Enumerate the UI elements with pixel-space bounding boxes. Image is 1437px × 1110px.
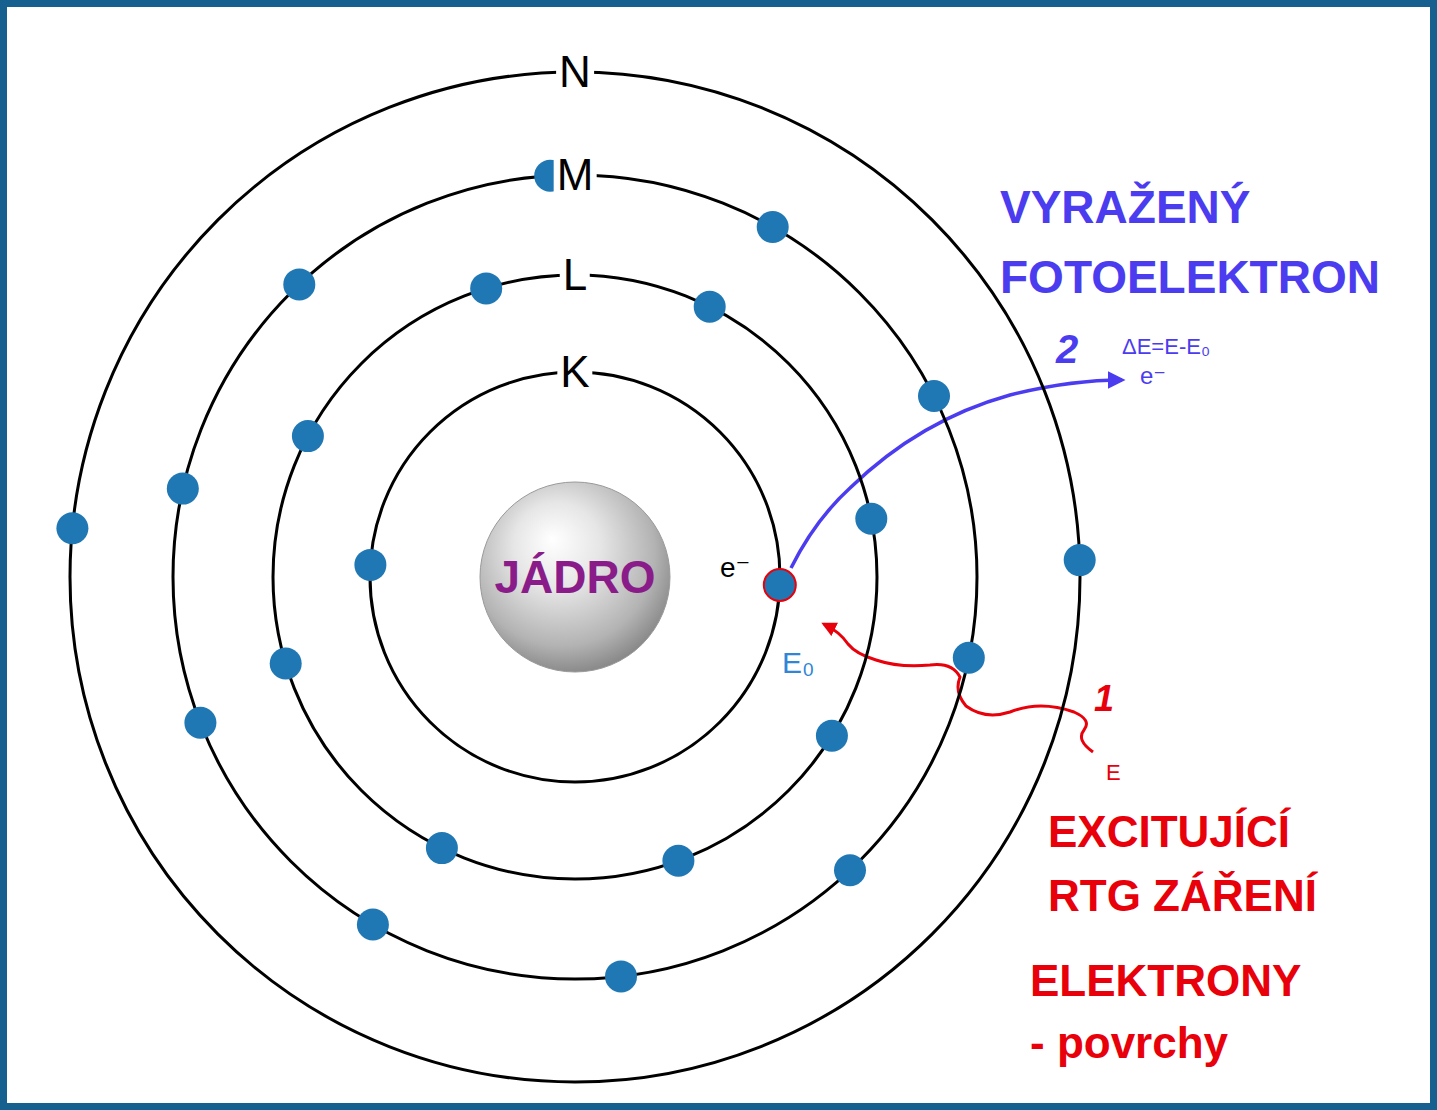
electron-dot [426,832,458,864]
shell-label: M [554,153,597,197]
energy-symbol: E [1106,760,1121,785]
shell-ring [273,275,877,879]
shell-ring [70,72,1080,1082]
nucleus-sphere [480,482,670,672]
electron-dot [816,720,848,752]
electron-dot [605,960,637,992]
callout-title: VYRAŽENÝ FOTOELEKTRON [1000,172,1425,312]
electron-dot [918,380,950,412]
energy-formula: ΔE=E-E₀ [1122,334,1210,359]
electron-dot [167,473,199,505]
xray-wave [824,624,1093,752]
electron-dot [855,503,887,535]
electron-dot [184,707,216,739]
shell-label: L [560,253,590,297]
shell-m: MLKJÁDRO [169,171,981,983]
electron-dot [470,272,502,304]
electron-dot [354,549,386,581]
shell-ring [370,372,780,782]
nucleus-label: JÁDRO [494,554,655,600]
electron-symbol: e⁻ [1140,362,1166,390]
electron-dot [662,845,694,877]
shell-ring [173,175,977,979]
callout-number: 1 [1094,678,1114,719]
photoelectron-path [791,380,1122,568]
shell-l: LKJÁDRO [269,271,881,883]
nucleus: JÁDRO [479,481,671,673]
shell-n: NMLKJÁDRO [66,68,1084,1086]
electron-dot [56,512,88,544]
electron-symbol: e⁻ [720,552,750,584]
electron-dot [270,648,302,680]
callout-number: 2 [1056,326,1078,372]
electron-dot [757,211,789,243]
binding-energy: E₀ [782,646,814,681]
excited-electron [764,569,796,601]
electron-dot [283,268,315,300]
electron-dot [292,420,324,452]
callout-title: EXCITUJÍCÍ RTG ZÁŘENÍ [1048,800,1348,928]
callout-title: ELEKTRONY - povrchy [1030,950,1315,1074]
electron-dot [953,642,985,674]
electron-dot [694,291,726,323]
shell-label: N [556,50,594,94]
electron-dot [357,909,389,941]
shell-label: K [557,350,592,394]
electron-dot [1064,544,1096,576]
electron-dot [834,854,866,886]
